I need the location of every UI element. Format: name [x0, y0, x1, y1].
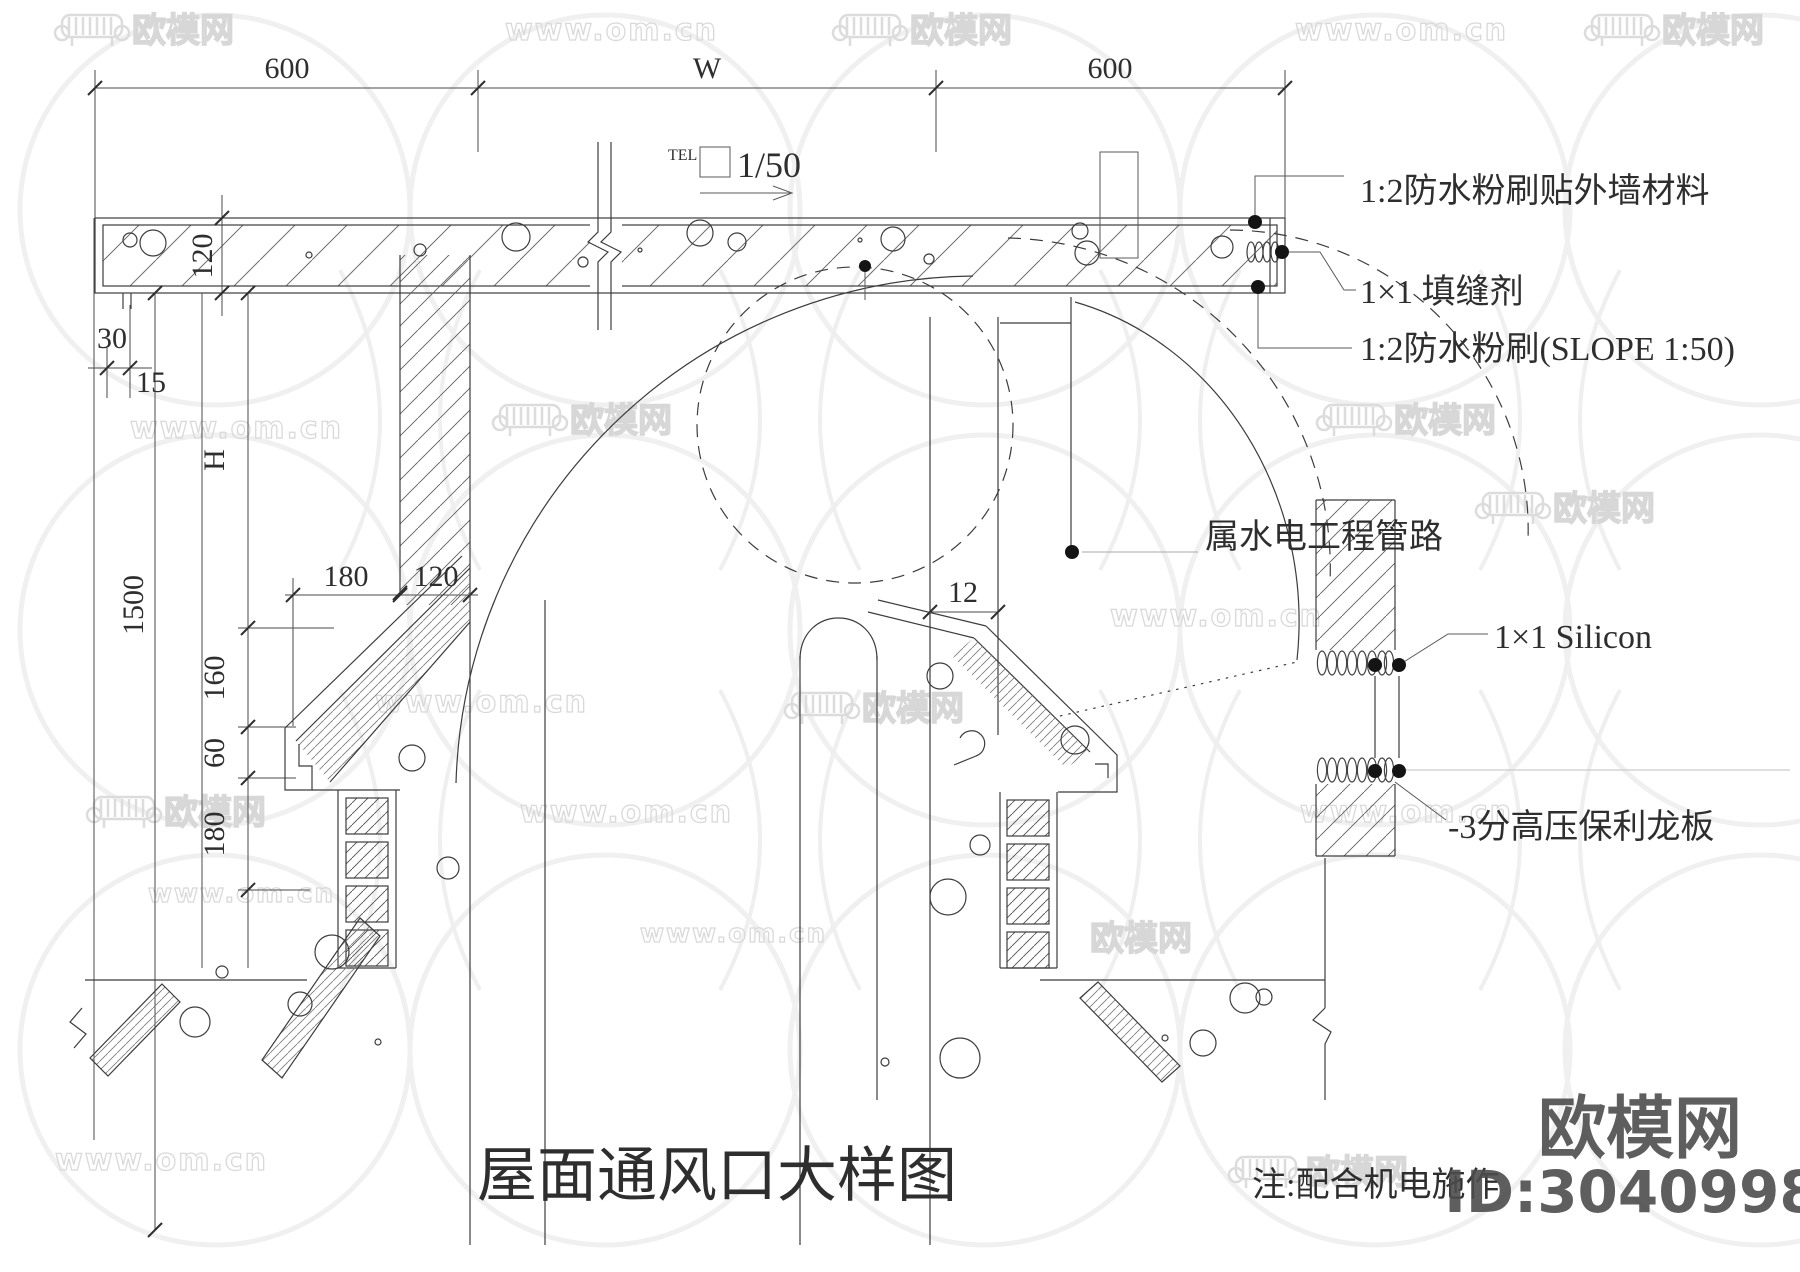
dim-180-h: 180: [324, 560, 369, 593]
watermark-url: www.om.cn: [1110, 599, 1323, 634]
watermark-url: www.om.cn: [130, 411, 343, 446]
scale-label: 1/50: [737, 145, 801, 185]
ann-styrofoam-board: -3分高压保利龙板: [1448, 808, 1714, 846]
drawing-note: 注:配合机电施作: [1252, 1166, 1499, 1204]
drawing-title: 屋面通风口大样图: [477, 1143, 957, 1209]
insulation-coil: [1316, 650, 1395, 676]
tel-square-symbol: [699, 146, 731, 178]
sofa-logo-icon: [1315, 403, 1393, 438]
top-dimension-lines: [94, 70, 1286, 218]
watermark-url: www.om.cn: [1295, 13, 1508, 48]
roof-slab: [94, 142, 1286, 330]
watermark-url: www.om.cn: [55, 1143, 268, 1178]
dim-60: 60: [198, 738, 231, 768]
right-wall-joint-detail: [1315, 499, 1790, 857]
site-id-text: ID:3040998: [1444, 1158, 1800, 1226]
ann-joint-sealant: 1×1 填缝剂: [1360, 273, 1524, 311]
vent-duct: [455, 229, 1529, 1245]
dim-slab-thickness: 120: [186, 234, 219, 279]
watermark-petals: [338, 269, 1622, 991]
watermark-brand: 欧模网: [1662, 11, 1764, 51]
watermark-brand: 欧模网: [1306, 1153, 1408, 1193]
aggregate-circles: [122, 219, 1234, 268]
break-symbol: [586, 142, 623, 330]
ann-waterproof-wall: 1:2防水粉刷贴外墙材料: [1360, 172, 1709, 210]
site-brand-text: 欧模网: [1538, 1090, 1742, 1169]
dim-12: 12: [948, 576, 978, 609]
base-structure: [69, 858, 1332, 1100]
right-parapet: [867, 599, 1118, 969]
watermark-brand: 欧模网: [910, 11, 1012, 51]
leader-lines: [699, 146, 1488, 821]
linework: [69, 70, 1790, 1245]
sofa-logo-icon: [1474, 491, 1552, 526]
dim-top-mid: W: [693, 52, 722, 85]
insulation-coil: [1316, 757, 1395, 783]
site-mark: 欧模网 ID:3040998: [1444, 1090, 1800, 1226]
watermark-url: www.om.cn: [505, 13, 718, 48]
watermark-brand: 欧模网: [862, 689, 964, 729]
watermark-brand: 欧模网: [1090, 919, 1192, 959]
watermark-url: www.om.cn: [148, 879, 335, 909]
dim-120-h: 120: [414, 560, 459, 593]
watermark-brand: 欧模网: [1553, 489, 1655, 529]
flashing-curl: [953, 730, 986, 766]
right-cap-arc: [1074, 301, 1300, 661]
ann-mep-pipeline: 属水电工程管路: [1205, 518, 1443, 556]
watermark-brand: 欧模网: [132, 11, 234, 51]
left-hatched-strip: [399, 255, 471, 630]
watermark-brand: 欧模网: [570, 401, 672, 441]
dim-180-v: 180: [198, 812, 231, 857]
vent-ball-dashed: [696, 266, 1014, 584]
dim-top-left: 600: [265, 52, 310, 85]
leader-dots: [859, 215, 1406, 778]
watermark-url: www.om.cn: [640, 919, 827, 949]
ann-silicon: 1×1 Silicon: [1494, 619, 1652, 656]
dim-15: 15: [136, 366, 166, 399]
ann-waterproof-slope: 1:2防水粉刷(SLOPE 1:50): [1360, 330, 1735, 368]
dim-160: 160: [198, 656, 231, 701]
dome-top: [799, 617, 878, 661]
watermark-url: www.om.cn: [520, 795, 733, 830]
watermark-brand: 欧模网: [1394, 401, 1496, 441]
dimension-texts: 600 W 600 120 30 15 H 1500 160 60 180 18…: [97, 52, 1133, 857]
left-parapet: [284, 555, 471, 969]
sofa-logo-icon: [831, 13, 909, 48]
dim-top-right: 600: [1088, 52, 1133, 85]
watermark-brand: 欧模网: [164, 793, 266, 833]
elbow-arc: [455, 275, 974, 784]
title-block: 屋面通风口大样图 注:配合机电施作: [477, 1143, 1499, 1209]
dim-1500: 1500: [117, 575, 150, 635]
sofa-logo-icon: [491, 403, 569, 438]
dim-wall-h: H: [198, 449, 231, 471]
dim-30: 30: [97, 322, 127, 355]
slab-end-sealant: [1246, 241, 1280, 263]
annotation-texts: 1:2防水粉刷贴外墙材料 1×1 填缝剂 1:2防水粉刷(SLOPE 1:50)…: [1205, 172, 1735, 846]
tel-label: TEL: [668, 147, 697, 164]
sofa-logo-icon: [1583, 13, 1661, 48]
